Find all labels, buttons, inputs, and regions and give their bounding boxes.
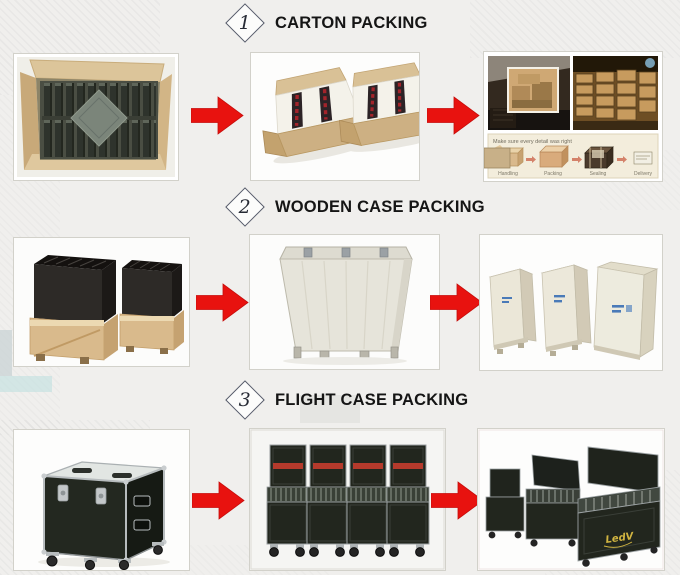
arrow-right-icon: [191, 481, 245, 520]
arrow-right-icon: [430, 481, 484, 520]
section-number-badge: 1: [225, 3, 265, 43]
open-flight-cases-illustration: [250, 429, 445, 570]
photo-warehouse-collage: Make sure every detail was right: [483, 51, 663, 182]
background-photo-fragment: [0, 376, 52, 392]
loaded-flight-cases-illustration: LedV: [478, 429, 664, 570]
step-arrow-icon: [526, 156, 536, 163]
photo-cartons-with-packed-goods: [250, 52, 420, 181]
steps-caption: Make sure every detail was right: [493, 139, 572, 145]
step-label: Packing: [544, 171, 562, 177]
background-photo-fragment: [0, 330, 12, 376]
case-a: [488, 268, 537, 354]
side-handles: [133, 495, 151, 531]
section-number-badge: 3: [225, 380, 265, 420]
step-label: Sealing: [590, 171, 607, 177]
packing-steps-strip: Make sure every detail was right: [484, 133, 659, 179]
arrow-right-icon: [429, 283, 483, 322]
plywood-case-illustration: [250, 235, 439, 369]
big-case-right: LedV: [577, 446, 661, 567]
section-title: CARTON PACKING: [275, 13, 428, 32]
section-number: 2: [238, 195, 252, 218]
step-label: Handling: [498, 171, 518, 177]
open-cartons-illustration: [251, 53, 419, 180]
photo-flight-case-closed: [13, 429, 190, 571]
warehouse-photo-right: [573, 56, 658, 130]
section-header-flight-case: 3 FLIGHT CASE PACKING: [225, 380, 469, 420]
step-arrow-icon: [617, 156, 627, 163]
open-flight-case-units: [266, 444, 430, 557]
caster-wheels: [46, 542, 164, 570]
photo-plywood-case-closed: [249, 234, 440, 370]
case-b: [540, 264, 592, 356]
step-box-sealing: [584, 146, 614, 169]
case-logo-text: LedV: [605, 531, 636, 546]
section-number: 1: [238, 11, 252, 34]
arrow-right-icon: [190, 96, 244, 135]
section-number-badge: 2: [225, 187, 265, 227]
butterfly-latches: [57, 484, 107, 505]
crate-right: [119, 260, 184, 354]
step-arrow-icon: [572, 156, 582, 163]
photo-flight-cases-open-row: [249, 428, 446, 571]
step-box-delivery: [484, 147, 653, 169]
section-number: 3: [238, 388, 252, 411]
crate-left: [29, 255, 118, 364]
section-header-carton: 1 CARTON PACKING: [225, 3, 428, 43]
wooden-crates-illustration: [14, 238, 189, 366]
photo-panels-in-wooden-crates: [13, 237, 190, 367]
background-texture: [470, 0, 680, 58]
arrow-right-icon: [195, 283, 249, 322]
step-label: Delivery: [634, 171, 653, 177]
warehouse-collage-illustration: Make sure every detail was right: [484, 52, 662, 181]
flight-case-illustration: [14, 430, 189, 570]
photo-flight-cases-with-panels: LedV: [477, 428, 665, 571]
section-title: WOODEN CASE PACKING: [275, 197, 485, 216]
photo-carton-open-top-view: [13, 53, 179, 181]
mid-case: [525, 454, 581, 547]
carton-top-view-illustration: [17, 57, 175, 177]
section-title: FLIGHT CASE PACKING: [275, 390, 469, 409]
plywood-cases-illustration: [480, 235, 662, 370]
warehouse-photo-left: [488, 56, 570, 130]
arrow-right-icon: [426, 96, 480, 135]
photo-three-plywood-cases: [479, 234, 663, 371]
small-case-left: [485, 468, 525, 539]
section-header-wooden-case: 2 WOODEN CASE PACKING: [225, 187, 485, 227]
step-box-packing: [539, 145, 569, 168]
case-c: [593, 261, 659, 360]
